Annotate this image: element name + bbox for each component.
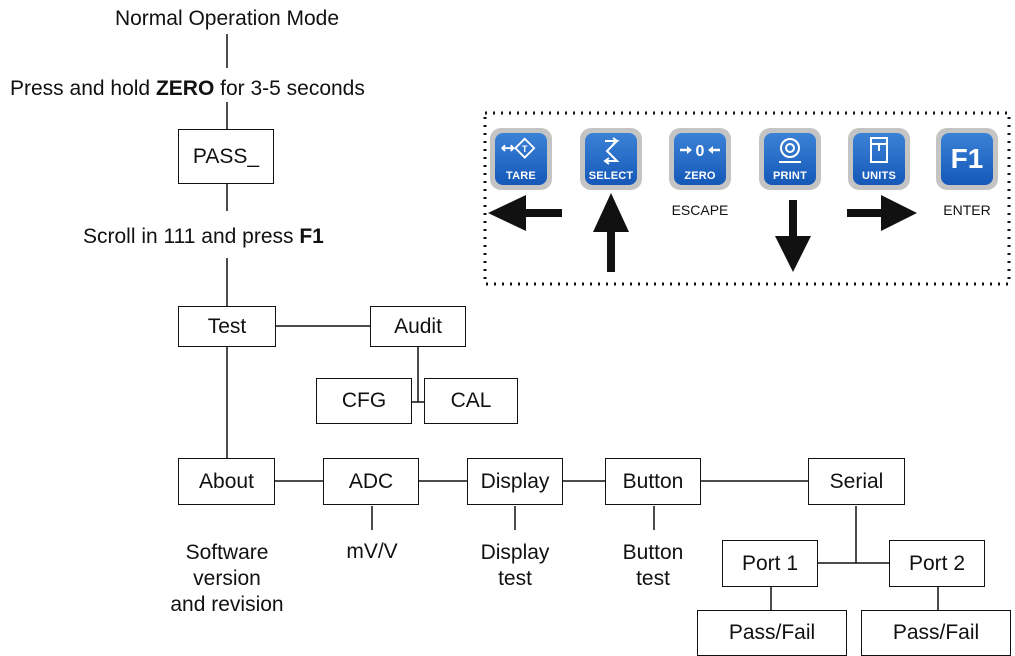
node-display-label: Display <box>480 469 550 493</box>
node-pass-fail-1-label: Pass/Fail <box>728 621 816 644</box>
about-desc-line-2: version <box>193 567 261 590</box>
node-cal: CAL <box>424 378 518 424</box>
node-test-label: Test <box>207 314 247 338</box>
about-description: Software version and revision <box>142 540 312 618</box>
node-serial: Serial <box>808 458 905 505</box>
node-about-label: About <box>199 469 254 493</box>
node-about: About <box>178 458 275 505</box>
print-icon <box>779 138 801 163</box>
escape-label: ESCAPE <box>671 202 729 218</box>
press-key-text: ZERO <box>155 77 215 100</box>
scroll-key-text: F1 <box>299 225 324 248</box>
node-audit-label: Audit <box>394 314 442 338</box>
button-desc-line-1: Button <box>622 541 684 564</box>
arrow-right-icon <box>847 195 917 231</box>
node-test: Test <box>178 306 276 347</box>
f1-icon: F1 <box>950 143 984 174</box>
pass-box: PASS_ <box>178 129 274 184</box>
scroll-pre-text: Scroll in 111 and press <box>83 225 300 248</box>
zero-key[interactable]: 0 ZERO <box>669 128 731 190</box>
print-key-label: PRINT <box>773 170 807 182</box>
node-serial-label: Serial <box>829 469 884 493</box>
adc-description: mV/V <box>346 540 398 563</box>
pass-box-label: PASS_ <box>192 144 260 168</box>
node-cal-label: CAL <box>450 389 492 412</box>
enter-label: ENTER <box>943 202 991 218</box>
zero-icon: 0 <box>680 143 720 160</box>
select-key-label: SELECT <box>588 170 634 182</box>
units-key[interactable]: UNITS <box>848 128 910 190</box>
tare-icon: T <box>500 137 536 159</box>
tare-key[interactable]: T TARE <box>490 128 552 190</box>
select-icon <box>603 137 620 165</box>
about-desc-line-1: Software <box>185 541 269 564</box>
arrow-up-icon <box>593 193 629 272</box>
units-icon <box>870 137 888 163</box>
node-port-1-label: Port 1 <box>741 551 799 575</box>
node-button: Button <box>605 458 701 505</box>
select-key[interactable]: SELECT <box>580 128 642 190</box>
node-button-label: Button <box>622 469 684 493</box>
arrow-down-icon <box>775 200 811 272</box>
node-pass-fail-1: Pass/Fail <box>697 610 847 656</box>
scroll-instruction: Scroll in 111 and press F1 <box>83 225 324 249</box>
svg-text:T: T <box>522 144 528 154</box>
node-pass-fail-2: Pass/Fail <box>861 610 1011 656</box>
display-desc-line-1: Display <box>480 541 550 564</box>
about-desc-line-3: and revision <box>170 593 284 616</box>
press-pre-text: Press and hold <box>10 77 156 100</box>
f1-key[interactable]: F1 <box>936 128 998 190</box>
node-adc-label: ADC <box>348 469 394 493</box>
node-cfg: CFG <box>316 378 412 424</box>
node-port-2: Port 2 <box>889 540 985 587</box>
node-audit: Audit <box>370 306 466 347</box>
print-key[interactable]: PRINT <box>759 128 821 190</box>
node-adc: ADC <box>323 458 419 505</box>
display-description: Display test <box>465 540 565 592</box>
svg-text:0: 0 <box>696 143 705 160</box>
button-description: Button test <box>603 540 703 592</box>
node-pass-fail-2-label: Pass/Fail <box>892 621 980 644</box>
press-post-text: for 3-5 seconds <box>214 77 365 100</box>
units-key-label: UNITS <box>862 170 896 182</box>
button-desc-line-2: test <box>636 567 670 590</box>
press-zero-instruction: Press and hold ZERO for 3-5 seconds <box>10 77 365 101</box>
tare-key-label: TARE <box>506 170 536 182</box>
node-port-2-label: Port 2 <box>908 551 966 575</box>
node-port-1: Port 1 <box>722 540 818 587</box>
display-desc-line-2: test <box>498 567 532 590</box>
arrow-left-icon <box>488 195 562 231</box>
node-cfg-label: CFG <box>341 389 387 412</box>
normal-operation-mode-label: Normal Operation Mode <box>114 7 340 30</box>
zero-key-label: ZERO <box>684 170 716 182</box>
node-display: Display <box>467 458 563 505</box>
